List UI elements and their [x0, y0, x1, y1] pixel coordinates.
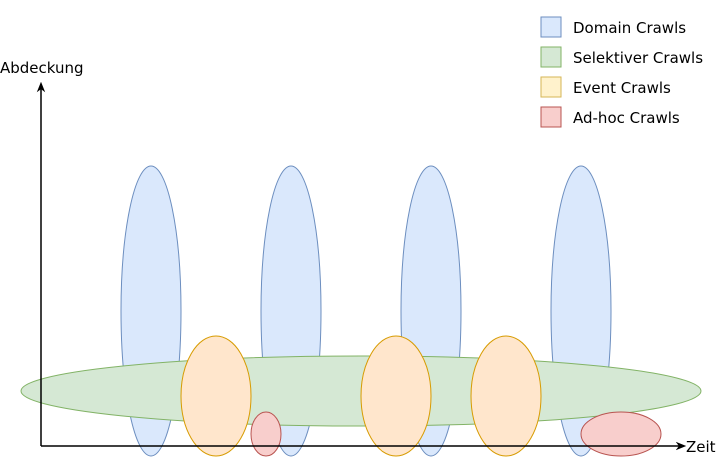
legend-label: Ad-hoc Crawls — [573, 109, 680, 127]
legend-item-domain-crawls: Domain Crawls — [540, 16, 686, 38]
legend-label: Event Crawls — [573, 79, 671, 97]
adhoc-crawl-ellipse — [580, 411, 662, 457]
y-axis-label: Abdeckung — [0, 59, 84, 77]
legend-item-adhoc-crawls: Ad-hoc Crawls — [540, 106, 680, 128]
x-axis-label: Zeit — [686, 438, 716, 456]
legend-item-selective-crawls: Selektiver Crawls — [540, 46, 703, 68]
legend-swatch — [540, 106, 562, 128]
legend: Domain Crawls Selektiver Crawls Event Cr… — [540, 16, 703, 128]
legend-item-event-crawls: Event Crawls — [540, 76, 671, 98]
legend-label: Domain Crawls — [573, 19, 686, 37]
event-crawl-ellipse — [470, 335, 542, 457]
event-crawl-ellipse — [180, 335, 252, 457]
legend-label: Selektiver Crawls — [573, 49, 703, 67]
adhoc-crawl-ellipse — [250, 411, 282, 457]
event-crawl-ellipse — [360, 335, 432, 457]
legend-swatch — [540, 16, 562, 38]
legend-swatch — [540, 76, 562, 98]
legend-swatch — [540, 46, 562, 68]
